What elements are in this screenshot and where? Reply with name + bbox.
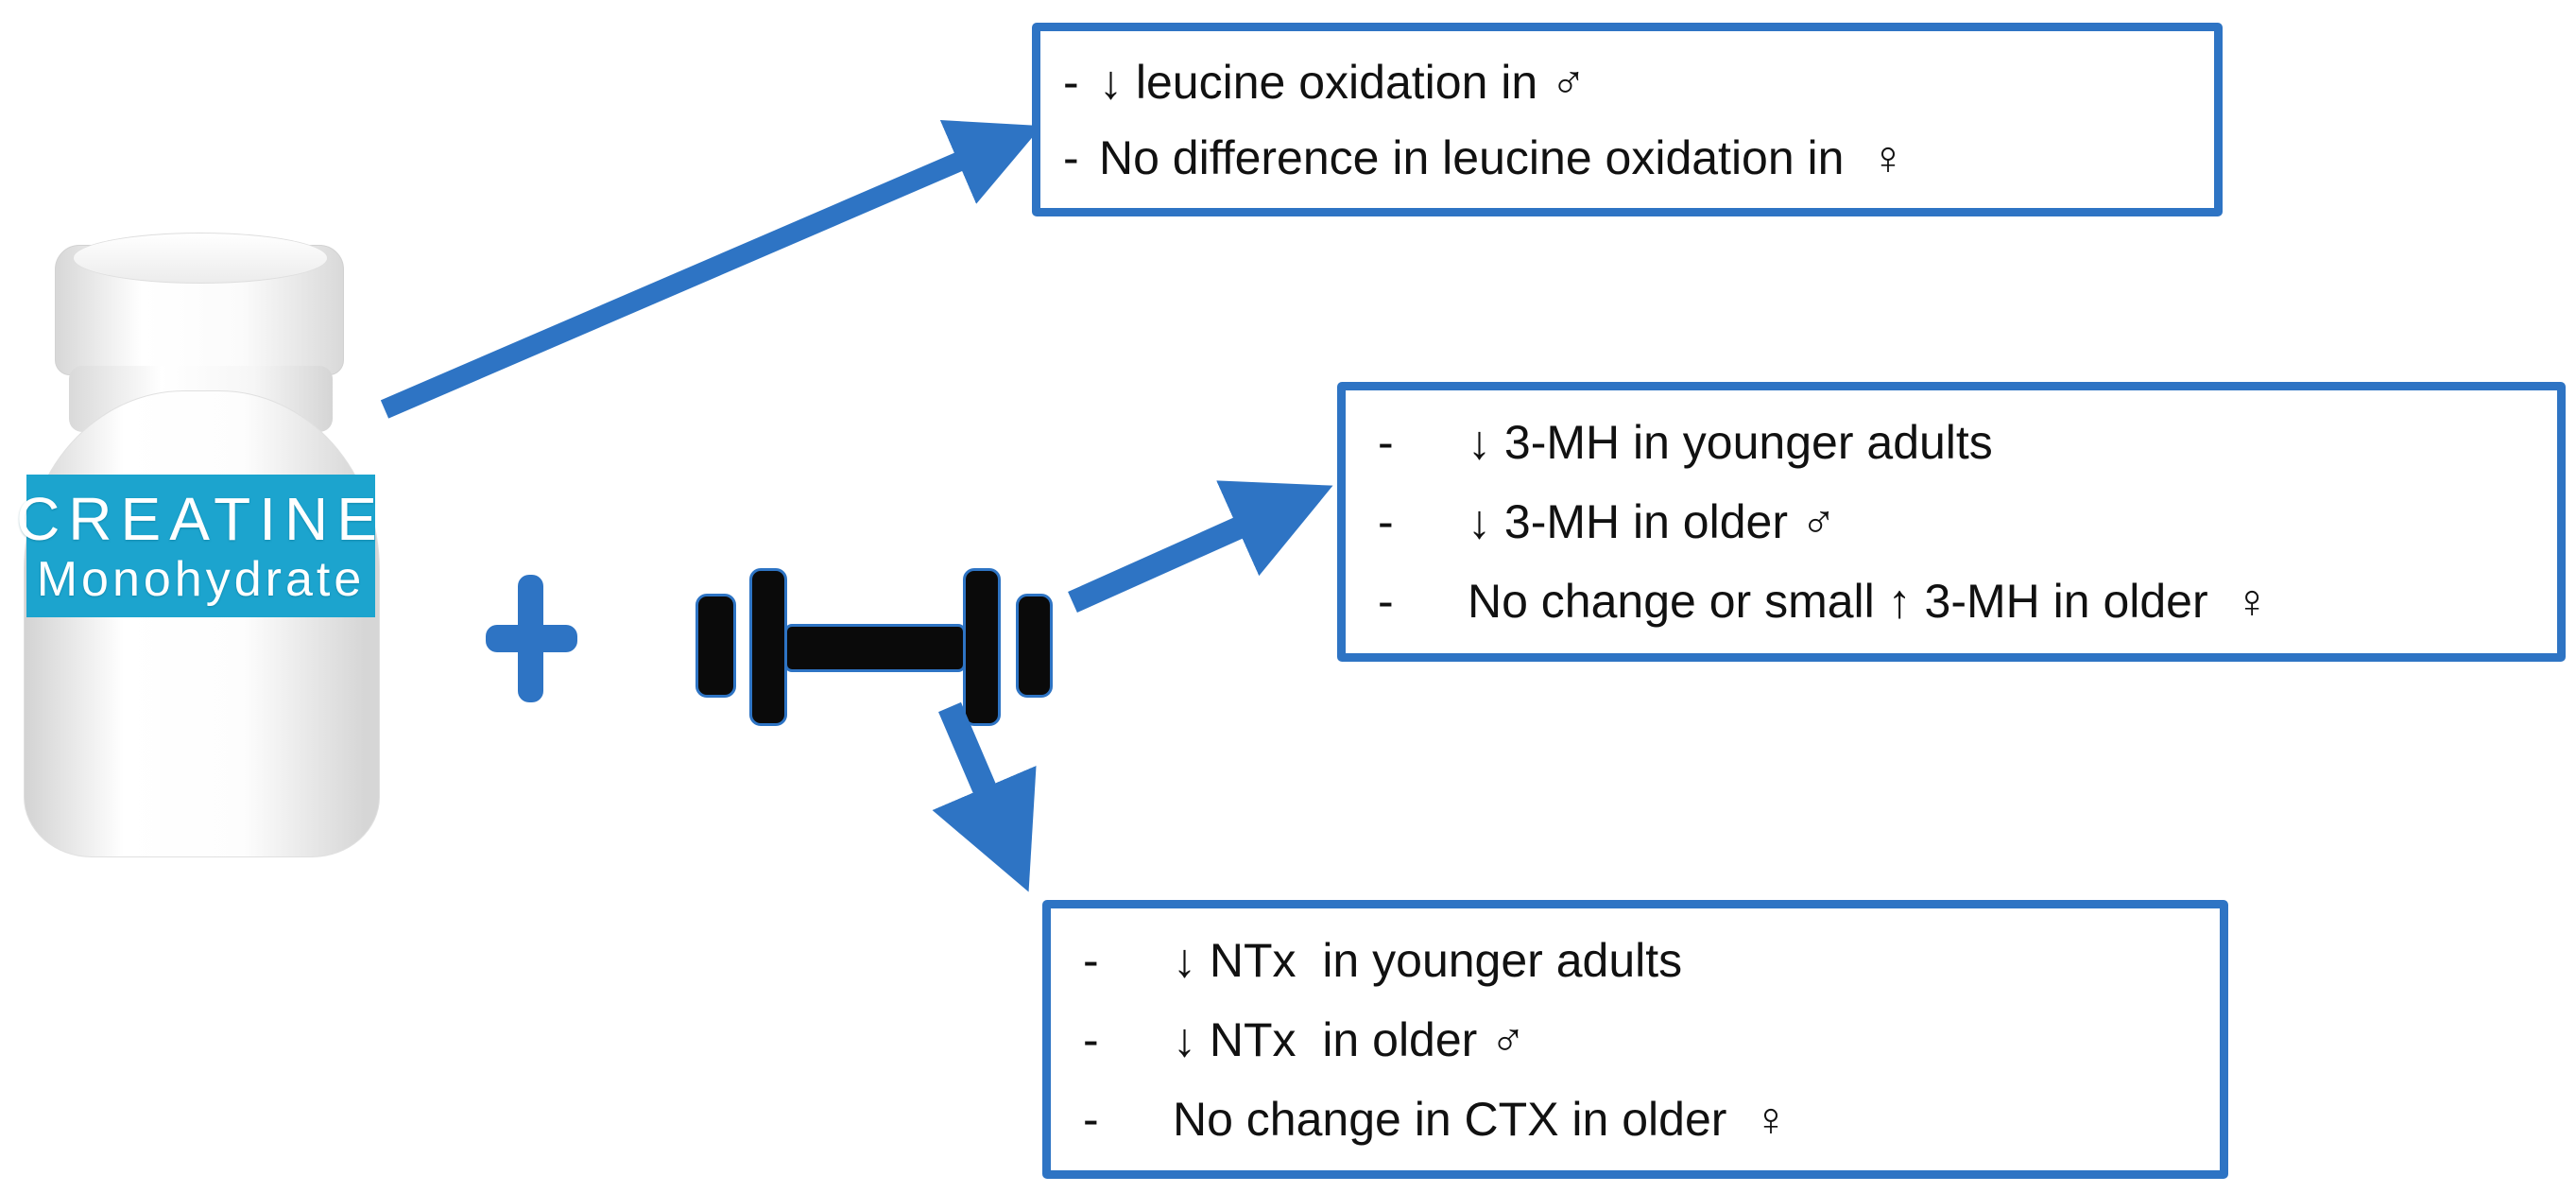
bottle-label-subtitle: Monohydrate xyxy=(36,551,366,607)
bullet-line: - ↓ NTx in older ♂ xyxy=(1079,1000,2220,1080)
bottle-label-title: CREATINE xyxy=(16,484,386,553)
bullet-text: No change or small ↑ 3-MH in older ♀ xyxy=(1468,575,2270,628)
bullet-text: No difference in leucine oxidation in ♀ xyxy=(1099,130,1906,184)
bullet-dash: - xyxy=(1378,416,1394,469)
bullet-dash: - xyxy=(1083,1092,1099,1146)
bullet-line: - No difference in leucine oxidation in … xyxy=(1063,120,2214,196)
bullet-line: - ↓ leucine oxidation in ♂ xyxy=(1063,44,2214,120)
bullet-text: ↓ 3-MH in younger adults xyxy=(1468,416,1993,469)
dumbbell-outer-plate-right xyxy=(1016,594,1053,698)
bullet-dash: - xyxy=(1378,495,1394,548)
bullet-text: ↓ 3-MH in older ♂ xyxy=(1468,495,1837,548)
bottle-label: CREATINE Monohydrate xyxy=(16,475,377,617)
leucine-oxidation-box: - ↓ leucine oxidation in ♂ - No differen… xyxy=(1032,23,2223,216)
bullet-text: ↓ NTx in older ♂ xyxy=(1173,1012,1526,1066)
bottle-lid xyxy=(55,233,344,375)
bullet-line: - ↓ 3-MH in younger adults xyxy=(1374,403,2557,482)
bullet-line: - No change or small ↑ 3-MH in older ♀ xyxy=(1374,562,2557,641)
bullet-line: - No change in CTX in older ♀ xyxy=(1079,1080,2220,1159)
plus-horizontal-bar xyxy=(486,625,577,652)
bottle-body xyxy=(24,390,380,857)
creatine-bottle: CREATINE Monohydrate xyxy=(16,232,380,857)
arrow-to-bone-box xyxy=(932,701,1037,892)
bullet-line: - ↓ 3-MH in older ♂ xyxy=(1374,482,2557,562)
arrow-to-3mh-box xyxy=(1068,480,1333,613)
bone-turnover-box: - ↓ NTx in younger adults - ↓ NTx in old… xyxy=(1042,900,2228,1179)
bullet-text: ↓ leucine oxidation in ♂ xyxy=(1099,55,1587,109)
bullet-text: ↓ NTx in younger adults xyxy=(1173,933,1683,987)
dumbbell-inner-plate-right xyxy=(963,568,1001,726)
arrow-to-leucine-box xyxy=(380,120,1042,419)
bottle-lid-top xyxy=(73,233,328,284)
plus-icon xyxy=(486,575,577,702)
dumbbell-handle xyxy=(784,624,966,672)
bullet-dash: - xyxy=(1063,130,1079,184)
bullet-text: No change in CTX in older ♀ xyxy=(1173,1092,1789,1146)
dumbbell-icon xyxy=(696,568,1053,726)
dumbbell-outer-plate-left xyxy=(696,594,736,698)
bullet-dash: - xyxy=(1378,575,1394,628)
bullet-line: - ↓ NTx in younger adults xyxy=(1079,921,2220,1000)
bullet-dash: - xyxy=(1083,1012,1099,1066)
muscle-3mh-box: - ↓ 3-MH in younger adults - ↓ 3-MH in o… xyxy=(1337,382,2566,662)
bullet-dash: - xyxy=(1063,55,1079,109)
bullet-dash: - xyxy=(1083,933,1099,987)
